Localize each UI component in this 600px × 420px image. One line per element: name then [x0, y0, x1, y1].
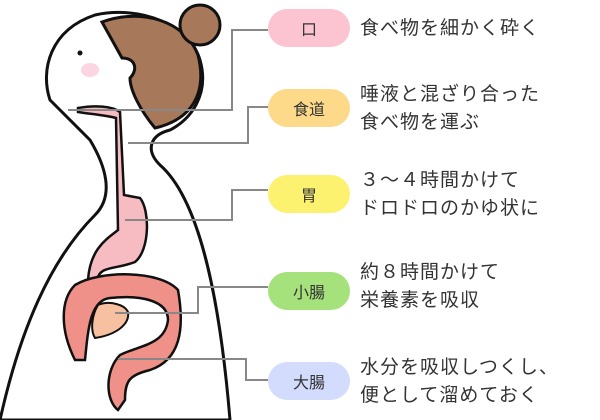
pill-small-intestine: 小腸 — [268, 272, 350, 310]
pill-large-intestine: 大腸 — [268, 362, 350, 400]
desc-small-intestine: 約８時間かけて 栄養素を吸収 — [360, 261, 501, 311]
desc-mouth: 食べ物を細かく砕く — [360, 17, 541, 39]
hair — [99, 14, 203, 130]
pill-stomach: 胃 — [268, 175, 350, 213]
large-intestine — [62, 273, 183, 412]
desc-large-intestine: 水分を吸収しつくし、 便として溜めておく — [360, 356, 559, 406]
esophagus-stomach — [76, 105, 149, 282]
pill-mouth: 口 — [268, 9, 350, 47]
desc-esophagus: 唾液と混ざり合った 食べ物を運ぶ — [360, 83, 541, 133]
pill-esophagus: 食道 — [268, 89, 350, 127]
desc-stomach: ３～４時間かけて ドロドロのかゆ状に — [360, 169, 541, 219]
small-intestine — [91, 302, 130, 340]
